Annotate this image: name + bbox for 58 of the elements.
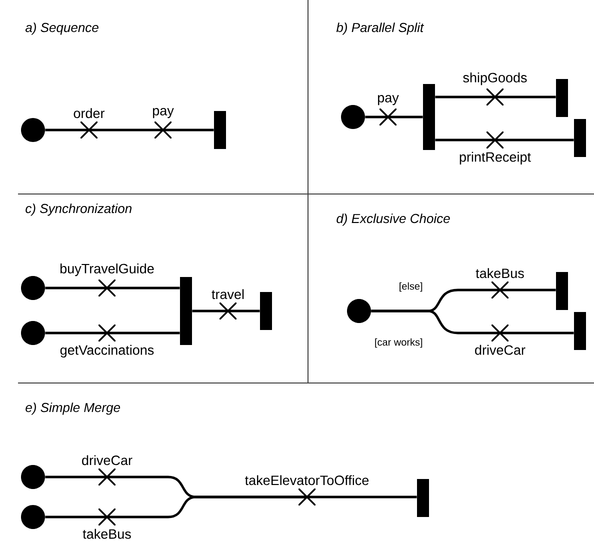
flow-line [435,96,495,98]
flow-line [89,128,163,132]
end-bar [574,119,586,157]
panel-title: c) Synchronization [26,204,132,216]
flow-line [45,332,107,334]
start-circle [21,118,45,142]
end-bar [556,272,568,310]
end-bar [260,292,272,330]
flow-line [500,332,574,334]
transition-mark: buyTravelGuide [60,264,154,296]
flow-line [435,138,495,142]
panel-title: e) Simple Merge [26,402,120,415]
edge-label: [else] [398,281,424,293]
flow-line [45,516,107,518]
transition-mark: takeBus [476,268,524,298]
end-bar [423,84,435,150]
flow-line [163,128,214,132]
end-bar [574,312,586,350]
start-circle [21,276,45,300]
flow-line [45,128,89,132]
start-circle [341,105,365,129]
transition-mark: takeElevatorToOffice [245,475,369,506]
end-bar [214,111,226,149]
transition-mark: getVaccinations [60,324,154,358]
end-bar [556,79,568,117]
panel-title: d) Exclusive Choice [336,214,450,226]
transition-mark: takeBus [82,508,131,539]
panel-title: a) Sequence [26,22,98,35]
flow-line [371,310,500,334]
start-circle [21,505,45,529]
flow-line [495,96,556,98]
transition-mark: travel [212,289,244,320]
flow-line [107,286,180,290]
start-circle [21,465,45,489]
transition-mark: driveCar [82,455,132,486]
flow-line [45,286,107,290]
flow-line [495,138,574,142]
transition-mark: shipGoods [463,72,527,106]
transition-mark: printReceipt [460,132,531,164]
transition-mark: driveCar [475,324,526,355]
transition-mark: pay [378,95,399,126]
start-circle [347,299,371,323]
flow-line [192,310,228,312]
start-circle [21,321,45,345]
flow-line [107,496,307,518]
flow-line [500,288,556,292]
flow-line [228,310,260,312]
edge-label: [car works] [373,337,424,349]
flow-line [365,116,388,118]
transition-mark: order [74,108,105,138]
panel-title: b) Parallel Split [336,22,424,35]
flow-line [388,116,423,118]
end-bar [417,479,429,517]
flow-line [307,496,417,498]
transition-mark: pay [152,108,174,138]
flow-line [107,332,180,334]
end-bar [180,277,192,345]
flow-line [45,476,107,478]
